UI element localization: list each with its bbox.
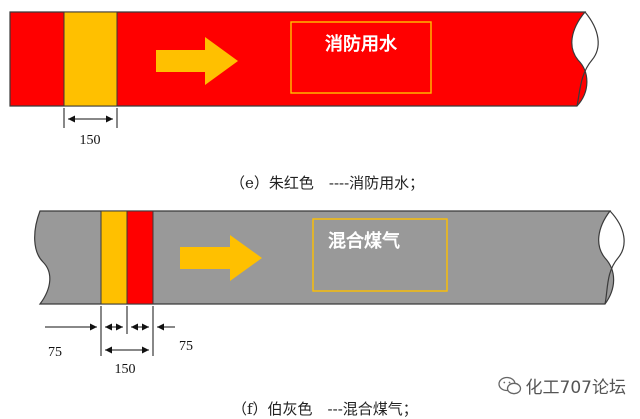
watermark-text: 化工707论坛	[525, 378, 626, 398]
dimension-f-left-value: 75	[48, 345, 62, 360]
watermark: 化工707论坛	[497, 373, 626, 398]
wechat-icon	[497, 376, 521, 394]
mixed-gas-pipe: 混合煤气	[34, 210, 625, 305]
pipe-e-end-cap	[576, 11, 599, 107]
flow-direction-arrow-e	[156, 37, 238, 85]
dimension-e-value: 150	[80, 133, 101, 148]
pipe-f-label: 混合煤气	[328, 230, 400, 252]
pipe-f-identification-band-yellow	[100, 210, 128, 305]
pipe-f-end-cap	[604, 210, 625, 305]
dimension-f-middle-value: 150	[115, 362, 136, 377]
flow-direction-arrow-f	[180, 235, 262, 281]
pipe-e-identification-band	[63, 11, 118, 107]
figure-e-caption: （e）朱红色 ----消防用水；	[230, 174, 425, 192]
figure-f-caption: （f）伯灰色 ---混合煤气；	[232, 400, 418, 418]
dimension-e: 150	[63, 108, 118, 148]
pipe-e-label-box	[290, 21, 432, 94]
pipe-e-label: 消防用水	[325, 33, 398, 55]
pipe-f-identification-band-red	[126, 210, 154, 305]
dimension-f: 75 150 75	[45, 306, 193, 377]
fire-water-pipe: 消防用水	[9, 11, 599, 107]
pipe-f-label-box	[312, 218, 448, 292]
dimension-f-right-value: 75	[179, 339, 193, 354]
pipe-e-body	[9, 11, 588, 107]
